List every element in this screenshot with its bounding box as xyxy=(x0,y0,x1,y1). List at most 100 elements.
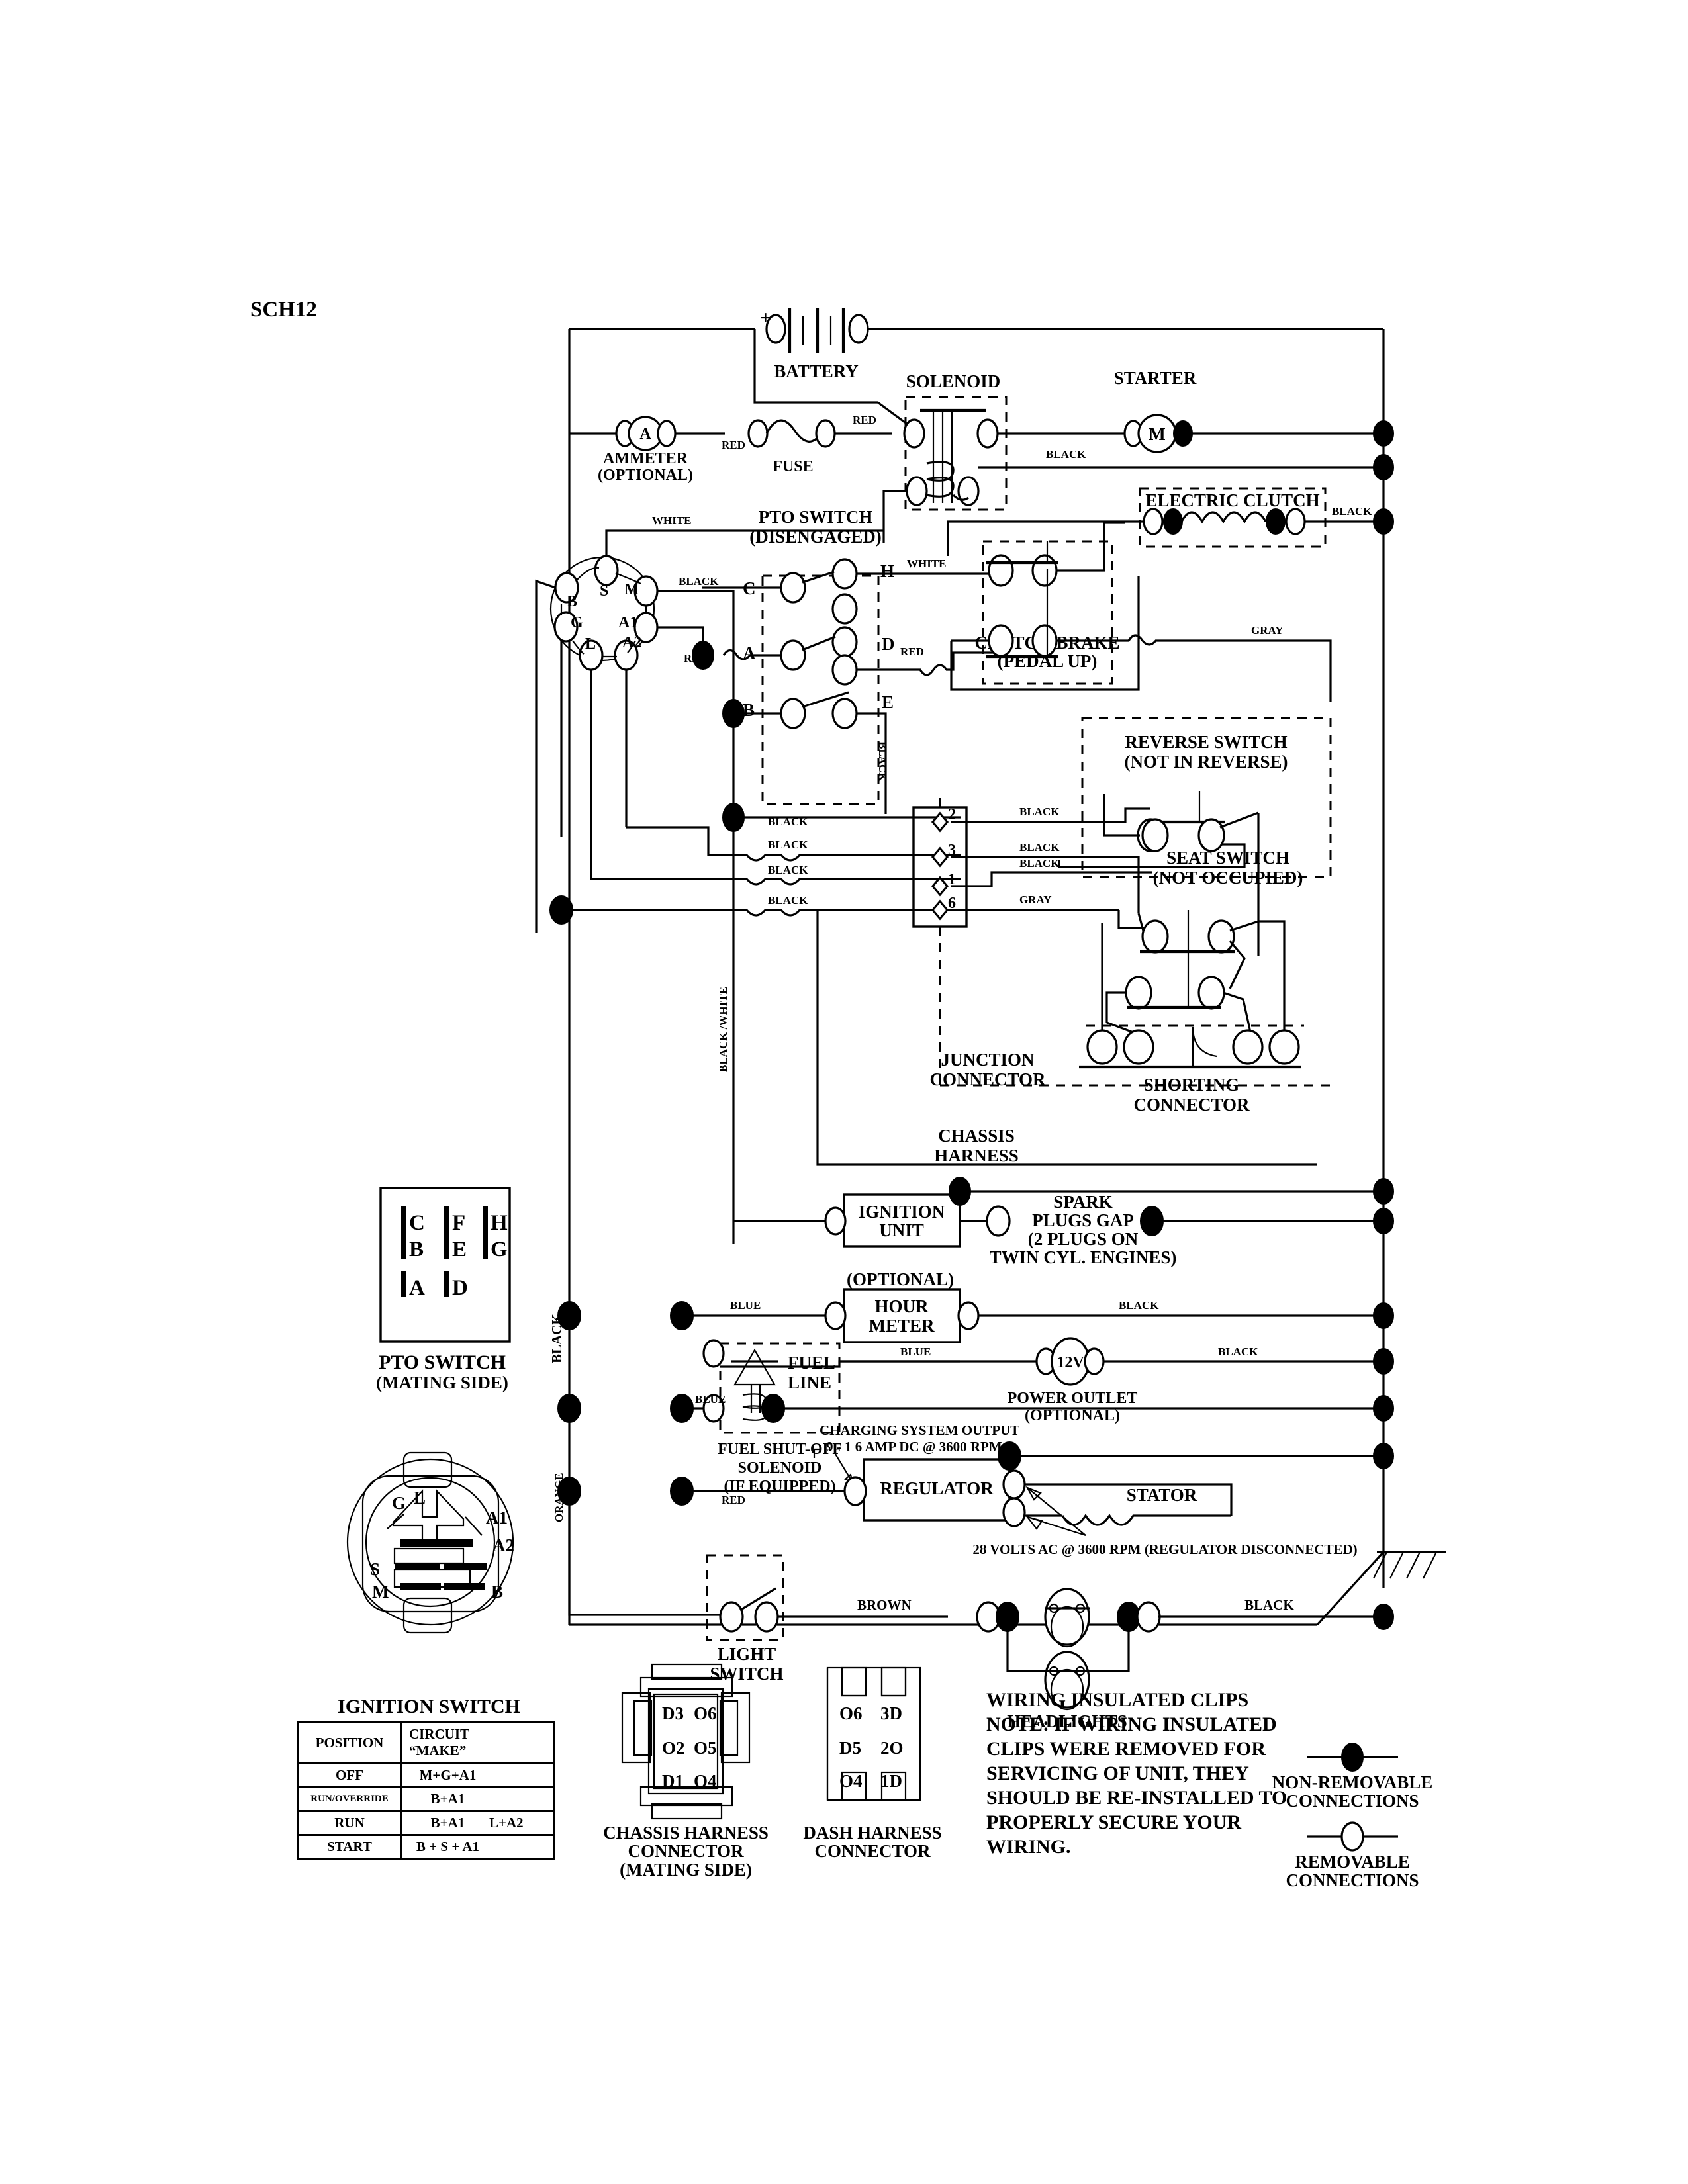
pto-switch-label: PTO SWITCH xyxy=(759,507,873,527)
reverse-switch-label: REVERSE SWITCH xyxy=(1125,732,1287,752)
dash-pin-1D: 1D xyxy=(880,1771,902,1791)
pto-mating-D: D xyxy=(452,1276,468,1300)
seat-switch-label: SEAT SWITCH xyxy=(1166,848,1289,868)
ammeter-optional-label: (OPTIONAL) xyxy=(598,467,693,484)
pto-term-A: A xyxy=(743,643,756,663)
cell-position: OFF xyxy=(297,1762,402,1788)
cell-circuit: B + S + A1 xyxy=(416,1839,480,1854)
starter-symbol: M xyxy=(1149,424,1165,444)
wire-label-black-clutch: BLACK xyxy=(1332,505,1372,518)
cell-circuit-make: B+A1 xyxy=(400,1786,555,1812)
note-line-5: PROPERLY SECURE YOUR xyxy=(986,1811,1241,1833)
chassis-pin-D3: D3 xyxy=(662,1704,684,1723)
fuel-line-label-1: FUEL xyxy=(788,1353,835,1373)
wire-label-blue-po: BLUE xyxy=(900,1345,931,1358)
battery-label: BATTERY xyxy=(774,361,859,381)
regulator-label: REGULATOR xyxy=(880,1479,994,1498)
ign-term-A2: A2 xyxy=(622,634,641,651)
ign-face-L: L xyxy=(414,1488,426,1508)
note-line-6: WIRING. xyxy=(986,1836,1071,1858)
battery-symbol: + - BATTERY xyxy=(760,307,869,381)
pto-mating-E: E xyxy=(452,1238,467,1261)
cell-make: L+A2 xyxy=(489,1815,524,1831)
dash-pin-O6: O6 xyxy=(839,1704,863,1723)
spark-plugs-label-2: PLUGS GAP xyxy=(1032,1210,1134,1230)
junction-pin-6: 6 xyxy=(948,895,956,912)
chassis-connector-title-3: (MATING SIDE) xyxy=(620,1860,752,1880)
cell-position: RUN/OVERRIDE xyxy=(297,1786,402,1812)
wire-label-black-hl: BLACK xyxy=(1244,1597,1294,1613)
shorting-connector-label-1: SHORTING xyxy=(1144,1075,1240,1095)
ign-face-A2: A2 xyxy=(492,1535,514,1555)
wire-label-black-b3: BLACK xyxy=(768,864,808,876)
ground-symbol xyxy=(1373,1551,1446,1579)
dash-pin-O4: O4 xyxy=(839,1771,863,1791)
fuel-shutoff-label-1: FUEL SHUT-OFF xyxy=(718,1441,842,1458)
fuse: RED FUSE RED xyxy=(675,414,892,475)
legend-non-removable-1: NON-REMOVABLE xyxy=(1272,1772,1433,1792)
legend: NON-REMOVABLE CONNECTIONS REMOVABLE CONN… xyxy=(1272,1743,1433,1890)
wire-label-black-starter: BLACK xyxy=(1046,448,1086,461)
ign-face-A1: A1 xyxy=(486,1508,508,1527)
wire-label-red-d: RED xyxy=(900,645,924,658)
spark-plugs-label-3: (2 PLUGS ON xyxy=(1028,1229,1139,1249)
ign-face-S: S xyxy=(370,1559,380,1579)
ignition-switch-face: G L A1 A2 S M B IGNITION SWITCH xyxy=(338,1451,520,1717)
wire-label-red-1: RED xyxy=(722,439,745,451)
stator-label: STATOR xyxy=(1127,1485,1197,1505)
th-circuit-make: CIRCUIT “MAKE” xyxy=(400,1721,555,1764)
seat-switch: SEAT SWITCH (NOT OCCUPIED) xyxy=(1117,848,1303,954)
shorting-connector-label-2: CONNECTOR xyxy=(1133,1095,1250,1115)
fuel-shutoff-solenoid: FUEL LINE BLUE FUEL SHUT-OFF SOLENOID (I… xyxy=(670,1339,1394,1495)
chassis-connector-title-1: CHASSIS HARNESS xyxy=(603,1823,769,1843)
headlights-label: HEADLIGHTS xyxy=(1007,1711,1127,1731)
wire-label-gray-clutch: GRAY xyxy=(1251,624,1284,637)
power-outlet: BLUE 12V BLACK POWER OUTLET (OPTIONAL) xyxy=(839,1337,1394,1424)
ign-face-G: G xyxy=(392,1493,406,1513)
clutch-brake-switch: CLUTCH/BRAKE (PEDAL UP) GRAY xyxy=(948,522,1332,702)
note-heading: WIRING INSULATED CLIPS xyxy=(986,1689,1248,1711)
starter-label: STARTER xyxy=(1114,368,1197,388)
dash-pin-D5: D5 xyxy=(839,1738,861,1758)
wiring-note: WIRING INSULATED CLIPS NOTE: IF WIRING I… xyxy=(986,1689,1287,1858)
wire-label-black-j1: BLACK xyxy=(1019,857,1060,870)
spark-plugs-label-1: SPARK xyxy=(1053,1192,1113,1212)
ign-term-S: S xyxy=(600,582,608,600)
ign-face-B: B xyxy=(491,1582,503,1602)
fuel-shutoff-label-2: SOLENOID xyxy=(738,1459,822,1477)
wire-label-gray-j6: GRAY xyxy=(1019,893,1052,906)
sheet-code: SCH12 xyxy=(250,298,317,322)
cell-position: RUN xyxy=(297,1810,402,1836)
pto-term-E: E xyxy=(882,692,894,712)
chassis-harness-label-2: HARNESS xyxy=(934,1146,1019,1165)
note-line-3: SERVICING OF UNIT, THEY xyxy=(986,1762,1249,1784)
junction-pin-1: 1 xyxy=(948,871,956,888)
starter: STARTER M xyxy=(998,368,1394,453)
chassis-harness-outline: CHASSIS HARNESS xyxy=(816,910,1331,1166)
chassis-harness-label-1: CHASSIS xyxy=(938,1126,1015,1146)
power-outlet-value: 12V xyxy=(1056,1354,1084,1371)
ignition-unit-label-2: UNIT xyxy=(879,1220,924,1240)
light-switch-label-1: LIGHT xyxy=(718,1644,776,1664)
chassis-pin-O5: O5 xyxy=(694,1738,717,1758)
ign-term-G: G xyxy=(571,614,583,631)
pto-term-H: H xyxy=(880,561,894,581)
junction-connector-label-1: JUNCTION xyxy=(941,1050,1035,1069)
pto-mating-B: B xyxy=(409,1238,424,1261)
chassis-pin-D1: D1 xyxy=(662,1771,684,1791)
cell-circuit-make: M+G+A1 xyxy=(400,1762,555,1788)
wire-label-black-m: BLACK xyxy=(679,575,719,588)
pto-mating-H: H xyxy=(491,1211,508,1235)
wire-label-blue-hm: BLUE xyxy=(730,1299,761,1312)
chassis-pin-O6: O6 xyxy=(694,1704,717,1723)
ign-term-B: B xyxy=(567,593,577,610)
pto-mating-subtitle: (MATING SIDE) xyxy=(376,1373,508,1392)
ign-face-M: M xyxy=(372,1582,389,1602)
electric-clutch: ELECTRIC CLUTCH BLACK xyxy=(1125,487,1394,548)
hour-meter-label-2: METER xyxy=(868,1316,935,1336)
spark-plugs-label-4: TWIN CYL. ENGINES) xyxy=(990,1248,1177,1267)
